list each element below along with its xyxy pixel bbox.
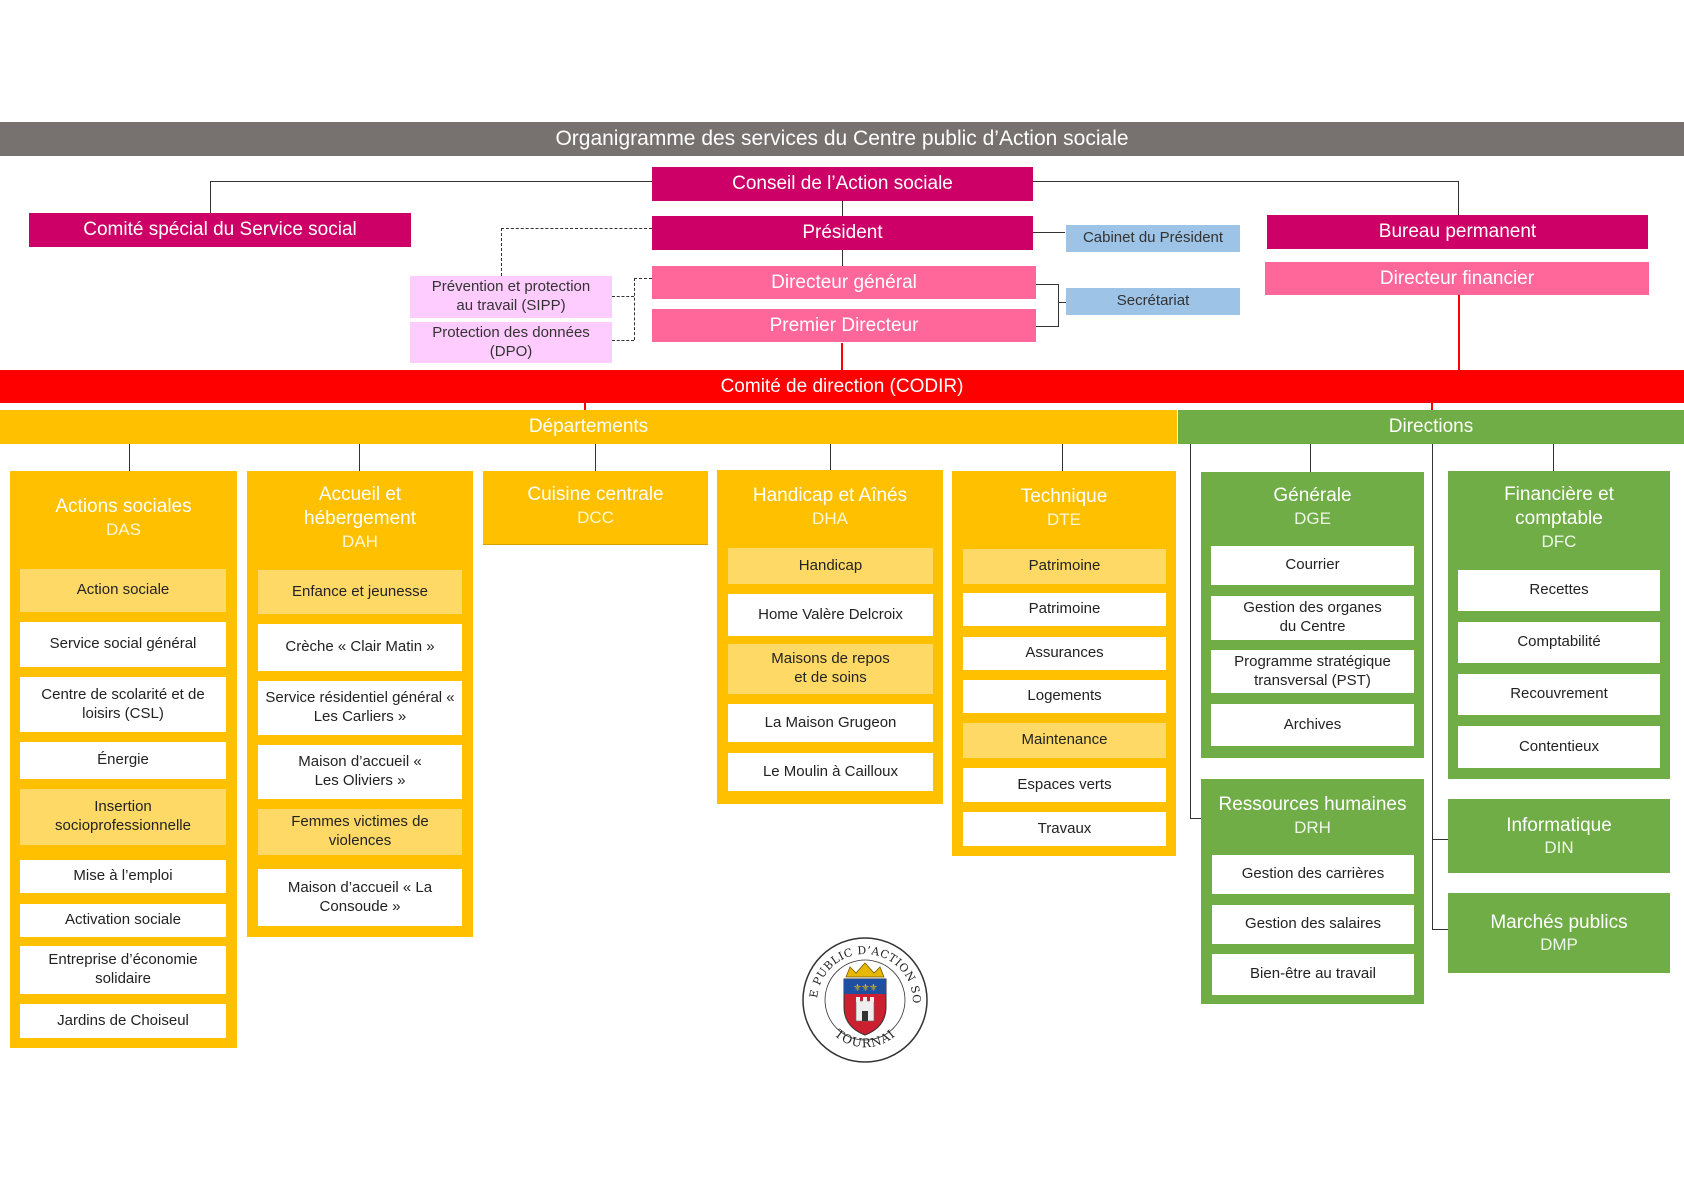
directeur-financier: Directeur financier [1265,262,1649,295]
bureau-permanent: Bureau permanent [1267,215,1648,249]
das-item: Énergie [20,742,226,779]
card-dge: Générale DGE Courrier Gestion des organe… [1201,472,1424,758]
departements-bar: Départements [0,410,1177,444]
dah-item: Femmes victimes de violences [258,809,462,855]
premier-directeur: Premier Directeur [652,309,1036,342]
president: Président [652,216,1033,250]
dah-item: Service résidentiel général « Les Carlie… [258,681,462,735]
das-code: DAS [106,519,141,539]
das-title: Actions sociales [55,496,192,517]
dte-item: Patrimoine [963,593,1166,626]
card-dmp: Marchés publics DMP [1448,893,1670,973]
dte-item: Patrimoine [963,549,1166,584]
codir-bar: Comité de direction (CODIR) [0,370,1684,403]
dmp-code: DMP [1540,935,1578,955]
card-dcc: Cuisine centrale DCC [483,471,708,545]
dfc-item: Contentieux [1458,726,1660,768]
dha-item: La Maison Grugeon [728,704,933,742]
dge-item: Gestion des organes du Centre [1211,596,1414,640]
dha-item: Handicap [728,548,933,584]
dte-item: Travaux [963,812,1166,846]
card-din: Informatique DIN [1448,799,1670,873]
dte-item: Espaces verts [963,768,1166,802]
directions-bar: Directions [1178,410,1684,444]
dfc-title: Financière et comptable [1504,484,1614,529]
das-item: Insertion socioprofessionnelle [20,789,226,845]
dha-item: Le Moulin à Cailloux [728,753,933,791]
cabinet-du-president: Cabinet du Président [1066,225,1240,252]
dte-title: Technique [1020,486,1108,507]
dge-item: Programme stratégique transversal (PST) [1211,650,1414,693]
card-das: Actions sociales DAS Action sociale Serv… [10,471,237,1048]
card-drh: Ressources humaines DRH Gestion des carr… [1201,779,1424,1004]
dah-item: Maison d’accueil « La Consoude » [258,869,462,926]
svg-text:⚜: ⚜ [869,983,878,994]
dah-item: Crèche « Clair Matin » [258,624,462,671]
das-item: Service social général [20,622,226,667]
das-item: Mise à l’emploi [20,860,226,893]
dcc-title: Cuisine centrale [527,484,664,505]
das-item: Action sociale [20,569,226,612]
card-dha: Handicap et Aînés DHA Handicap Home Valè… [717,470,943,804]
secretariat: Secrétariat [1066,288,1240,315]
cpas-tournai-logo: CENTRE PUBLIC D’ACTION SOCIALE TOURNAI ⚜… [800,935,928,1063]
card-dfc: Financière et comptable DFC Recettes Com… [1448,471,1670,779]
dge-item: Courrier [1211,546,1414,585]
din-code: DIN [1544,838,1574,858]
dha-item: Home Valère Delcroix [728,594,933,636]
das-item: Centre de scolarité et de loisirs (CSL) [20,677,226,732]
das-item: Activation sociale [20,904,226,937]
dfc-item: Recettes [1458,570,1660,611]
dpo-box: Protection des données (DPO) [410,322,612,363]
dfc-code: DFC [1541,531,1577,551]
dha-title: Handicap et Aînés [752,485,908,506]
dte-code: DTE [1047,509,1081,529]
dfc-item: Recouvrement [1458,674,1660,715]
dfc-item: Comptabilité [1458,622,1660,663]
crown-icon [845,962,885,978]
dcc-code: DCC [577,507,614,527]
dah-item: Enfance et jeunesse [258,570,462,614]
das-item: Entreprise d’économie solidaire [20,946,226,994]
dha-code: DHA [812,508,848,528]
dha-item: Maisons de repos et de soins [728,644,933,694]
drh-item: Gestion des carrières [1212,855,1414,894]
dah-item: Maison d’accueil « Les Oliviers » [258,745,462,799]
dah-code: DAH [342,531,378,551]
dte-item: Assurances [963,637,1166,670]
svg-text:⚜: ⚜ [861,983,870,994]
page-title: Organigramme des services du Centre publ… [0,122,1684,156]
din-title: Informatique [1506,814,1612,836]
comite-special-service-social: Comité spécial du Service social [29,213,411,247]
svg-text:⚜: ⚜ [853,983,862,994]
dge-title: Générale [1273,485,1352,506]
dte-item: Maintenance [963,723,1166,758]
drh-title: Ressources humaines [1218,794,1407,815]
drh-code: DRH [1294,817,1331,837]
dge-item: Archives [1211,704,1414,746]
dge-code: DGE [1294,508,1331,528]
card-dte: Technique DTE Patrimoine Patrimoine Assu… [952,471,1176,856]
dte-item: Logements [963,680,1166,713]
conseil-action-sociale: Conseil de l’Action sociale [652,167,1033,201]
dmp-title: Marchés publics [1490,911,1628,933]
dah-title: Accueil et hébergement [304,484,416,529]
sipp-box: Prévention et protection au travail (SIP… [410,276,612,318]
directeur-general: Directeur général [652,266,1036,299]
card-dah: Accueil et hébergement DAH Enfance et je… [247,471,473,937]
das-item: Jardins de Choiseul [20,1004,226,1038]
drh-item: Gestion des salaires [1212,905,1414,944]
drh-item: Bien-être au travail [1212,954,1414,995]
